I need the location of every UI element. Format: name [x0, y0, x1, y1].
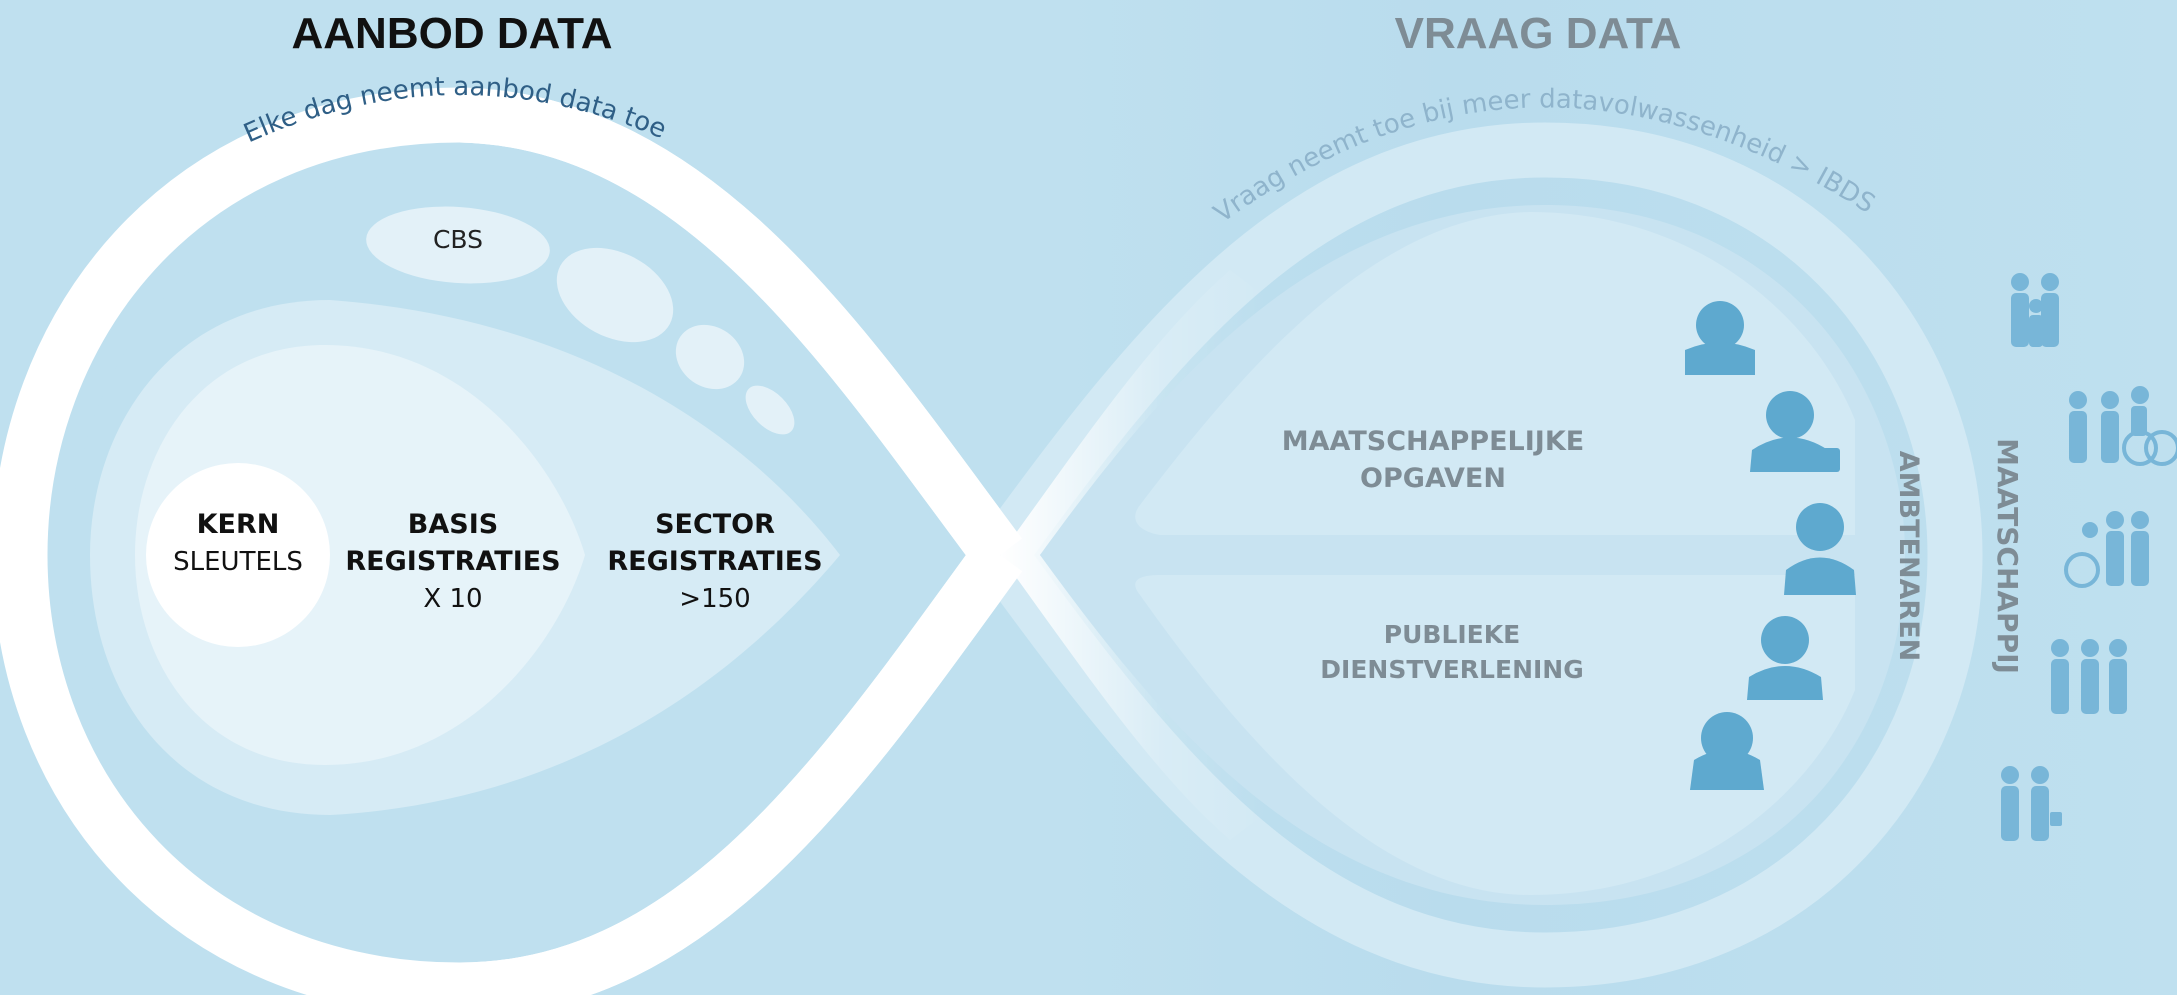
basis-label: BASIS [408, 509, 498, 540]
group-of-people-icon [2051, 639, 2127, 714]
maatschappelijke-label-2: OPGAVEN [1360, 463, 1506, 494]
basis-count: X 10 [423, 584, 482, 614]
family-icon [2011, 273, 2059, 347]
sector-label-2: REGISTRATIES [607, 546, 822, 577]
ring-cross-bottom [459, 538, 1023, 995]
civil-servant-headset-icon [1784, 503, 1856, 595]
diverse-people-wheelchair-icon [2064, 511, 2149, 588]
commuters-bicycle-icon [2069, 386, 2177, 466]
maatschappelijke-label: MAATSCHAPPELIJKE [1282, 426, 1584, 457]
demand-title: VRAAG DATA [1395, 9, 1682, 58]
civil-servant-headscarf-icon [1690, 712, 1764, 790]
civil-servant-woman-icon [1685, 301, 1755, 375]
maatschappelijke-panel [1135, 212, 1855, 535]
cbs-blob [366, 206, 550, 284]
cbs-label: CBS [433, 225, 483, 254]
blob-3 [675, 324, 745, 390]
blob-4 [745, 385, 795, 435]
kern-circle [146, 463, 330, 647]
publieke-label-2: DIENSTVERLENING [1320, 655, 1583, 684]
kern-label: KERN [197, 509, 280, 540]
sector-count: >150 [679, 584, 750, 614]
civil-servant-briefcase-icon [1750, 391, 1840, 472]
publieke-label: PUBLIEKE [1384, 620, 1520, 649]
basis-region [135, 345, 585, 765]
civil-servant-man-icon [1747, 616, 1823, 700]
elderly-couple-icon [2001, 766, 2062, 841]
publieke-panel [1135, 575, 1855, 895]
demand-loop-ring [965, 122, 1983, 988]
demand-ring-fade [1000, 270, 1270, 840]
basis-label-2: REGISTRATIES [345, 546, 560, 577]
ring-cross-top [459, 87, 1023, 572]
sector-label: SECTOR [655, 509, 775, 540]
ambtenaren-label: AMBTENAREN [1893, 451, 1924, 662]
blob-2 [556, 247, 674, 343]
kern-sublabel: SLEUTELS [173, 547, 303, 577]
maatschappij-label: MAATSCHAPPIJ [1991, 438, 2024, 674]
supply-title: AANBOD DATA [292, 9, 613, 58]
